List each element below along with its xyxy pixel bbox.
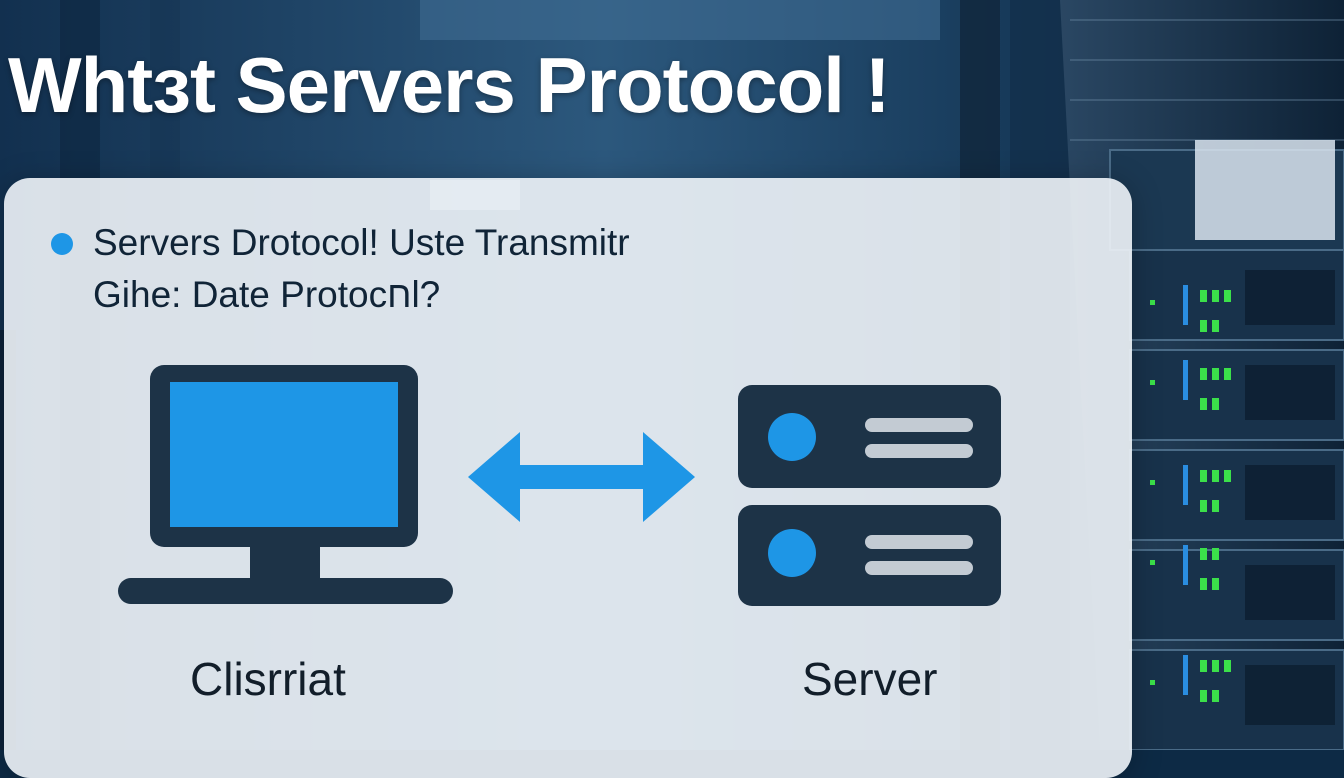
server-label: Server <box>802 653 938 705</box>
page-title: Whtзt Servers Protocol ! <box>8 41 891 129</box>
bullet-text-line-1: Servers Drotocol! Uste Transmitr <box>93 222 630 263</box>
client-server-diagram <box>118 365 1001 606</box>
bullet-dot <box>51 233 73 255</box>
server-rack-icon <box>738 385 1001 606</box>
bidirectional-arrow-icon <box>468 432 695 522</box>
client-label: Clisrriat <box>190 653 346 705</box>
monitor-icon <box>118 365 453 604</box>
bullet-text-line-2: Gihe: Date Protocחl? <box>93 274 441 315</box>
